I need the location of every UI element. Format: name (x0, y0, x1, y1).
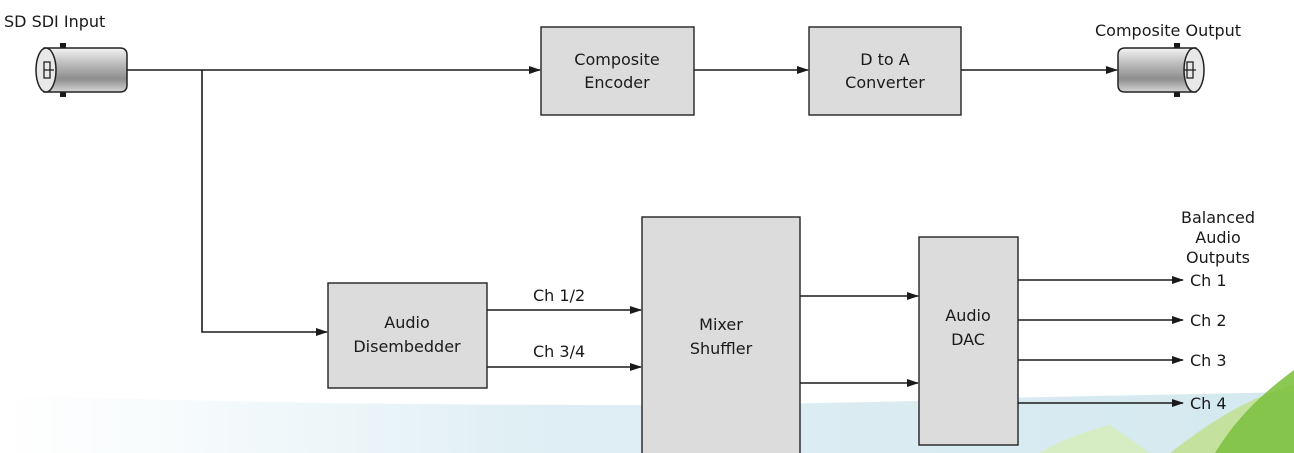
audio-dac-line2: DAC (951, 330, 985, 349)
mixer-shuffler-line2: Shuffler (690, 339, 753, 358)
mixer-shuffler-block: Mixer Shuffler (641, 216, 801, 453)
output-bnc-connector-icon (1117, 43, 1205, 97)
d-to-a-line2: Converter (845, 73, 925, 92)
audio-disembedder-line2: Disembedder (353, 337, 461, 356)
wire-input-to-disembedder (201, 70, 328, 336)
audio-dac-block: Audio DAC (918, 236, 1019, 446)
ch34-label: Ch 3/4 (533, 342, 585, 361)
d-to-a-converter-block: D to A Converter (808, 26, 962, 116)
balanced-line3: Outputs (1186, 248, 1250, 267)
ch12-label: Ch 1/2 (533, 286, 585, 305)
balanced-line2: Audio (1195, 228, 1240, 247)
audio-dac-line1: Audio (945, 306, 990, 325)
output-label: Composite Output (1095, 21, 1241, 40)
balanced-audio-outputs-heading: Balanced Audio Outputs (1181, 208, 1255, 267)
input-label: SD SDI Input (4, 12, 105, 31)
input-bnc-connector-icon (35, 43, 128, 97)
composite-encoder-line2: Encoder (584, 73, 650, 92)
output-ch4-label: Ch 4 (1190, 394, 1227, 413)
balanced-line1: Balanced (1181, 208, 1255, 227)
audio-disembedder-line1: Audio (384, 313, 429, 332)
output-ch2-label: Ch 2 (1190, 311, 1227, 330)
composite-encoder-line1: Composite (574, 50, 659, 69)
audio-disembedder-block: Audio Disembedder (327, 282, 488, 389)
output-ch1-label: Ch 1 (1190, 271, 1227, 290)
mixer-shuffler-line1: Mixer (699, 315, 743, 334)
composite-encoder-block: Composite Encoder (540, 26, 695, 116)
output-ch3-label: Ch 3 (1190, 351, 1227, 370)
d-to-a-line1: D to A (860, 50, 910, 69)
